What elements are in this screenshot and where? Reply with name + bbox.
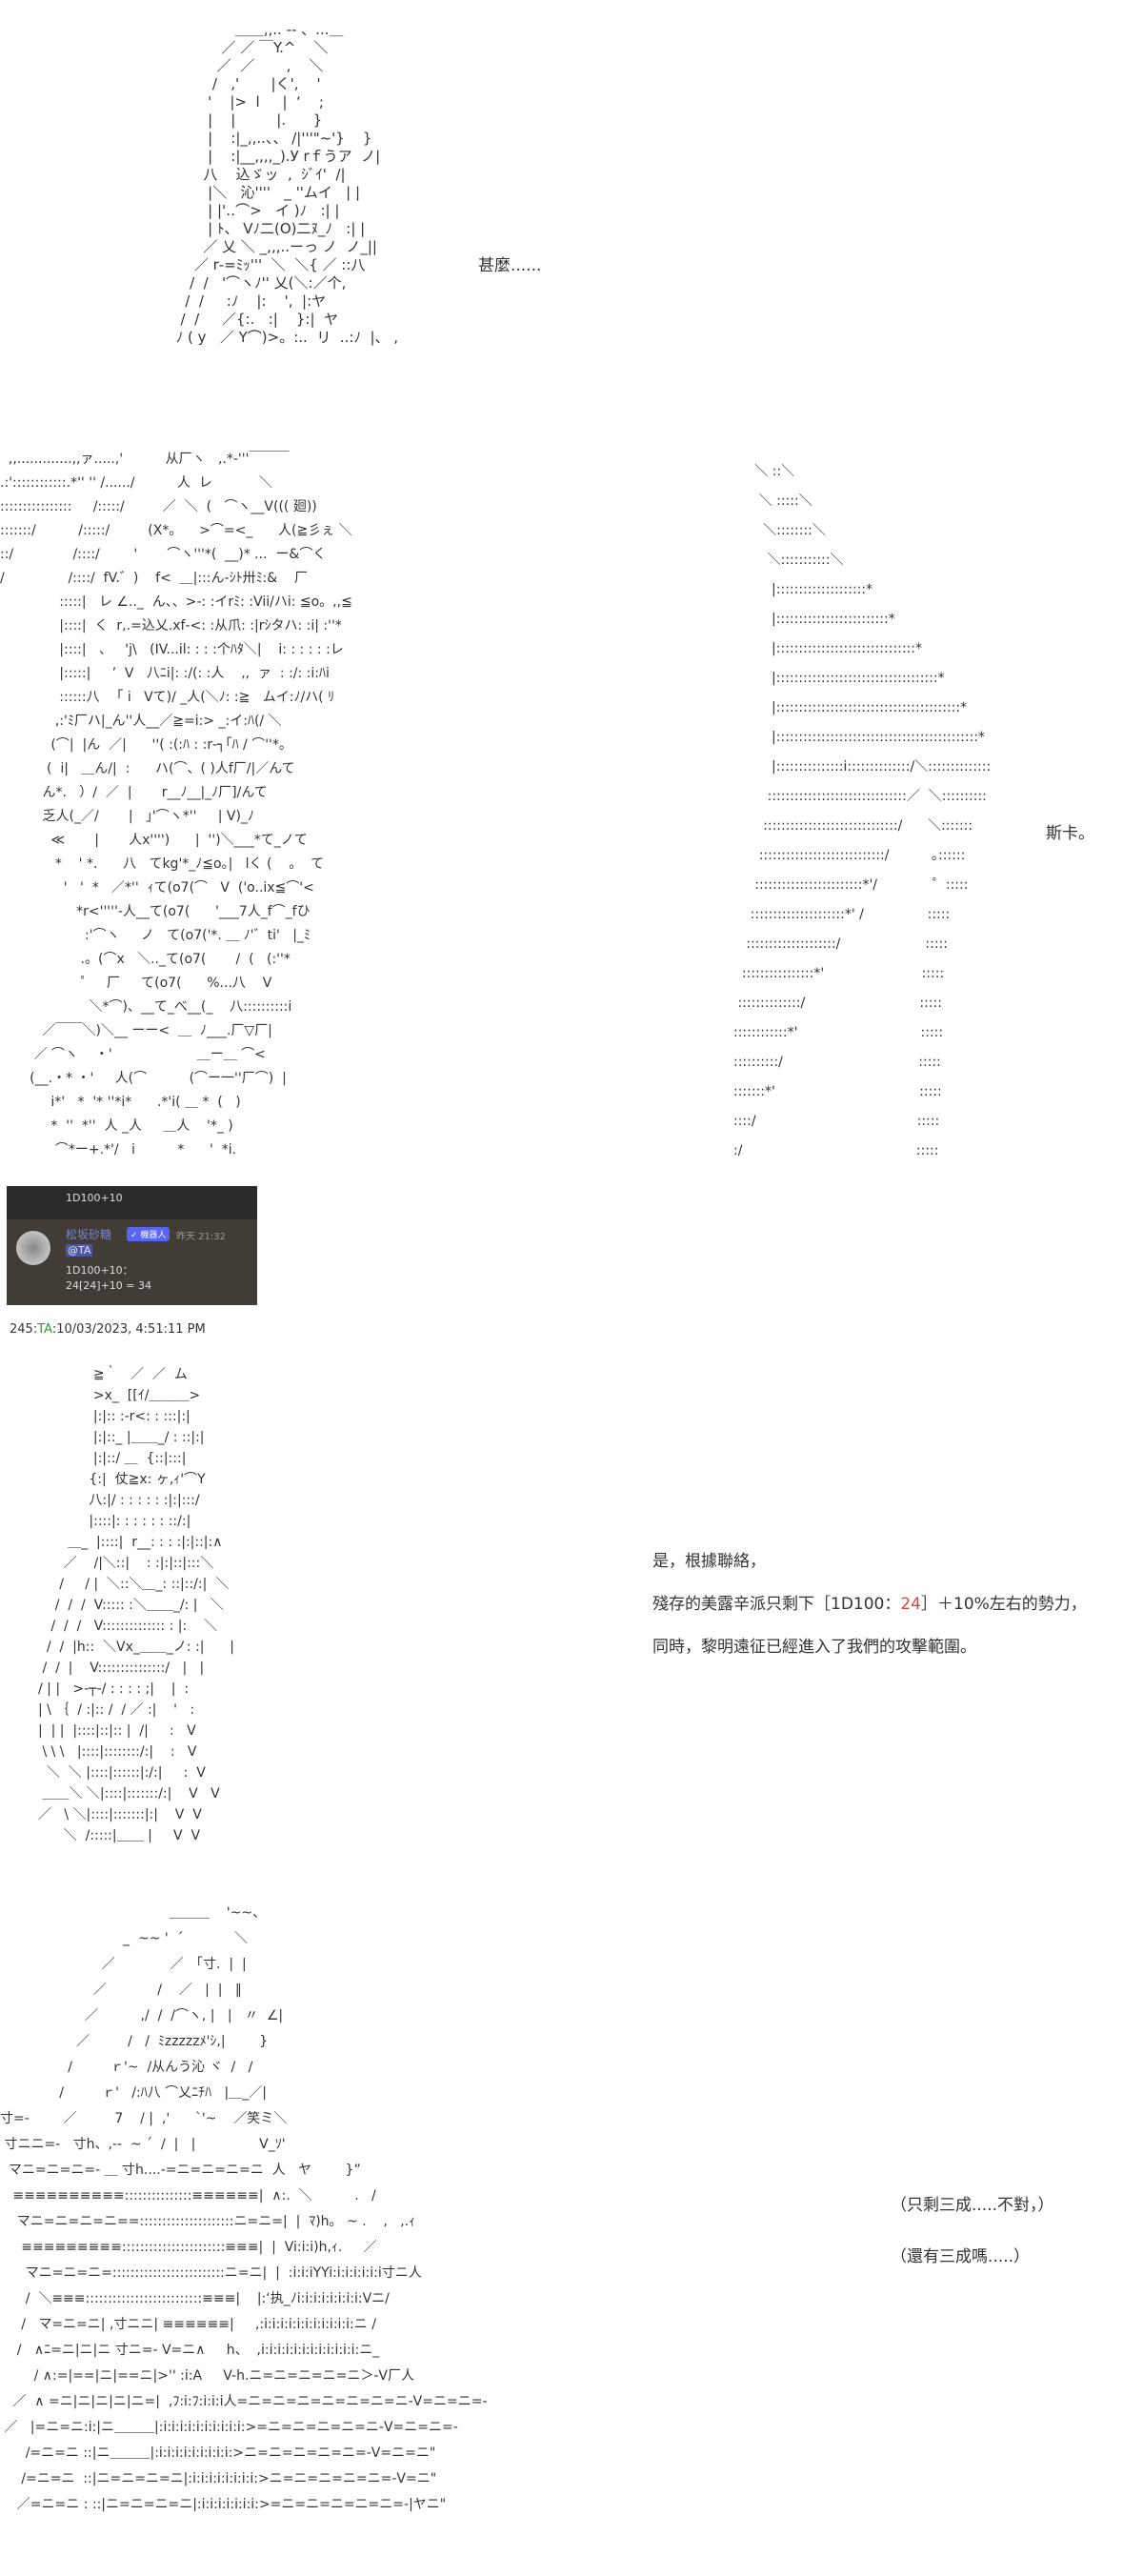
dice-result: 24[24]+10 = 34	[66, 1279, 151, 1292]
message-time: 昨天 21:32	[176, 1232, 226, 1242]
post-number: 245	[10, 1322, 33, 1337]
dialogue-line-3: 同時，黎明遠征已經進入了我們的攻擊範圍。	[652, 1638, 976, 1657]
dialogue-what: 甚麼......	[478, 256, 542, 275]
ascii-art-light-beam: ＼ ::＼ ＼ :::::＼ ＼::::::::＼ ＼:::::::::::＼ …	[733, 464, 992, 1158]
bot-badge: ✓ 機器人	[127, 1227, 170, 1241]
thought-line-2: （還有三成嗎.....）	[891, 2247, 1031, 2266]
ascii-art-girl-closeup: ＿＿＿ '~~、 _ ~~ ' ´ ＼ ／ ／ ｢寸. | | ／ / ／ | …	[0, 1905, 488, 2512]
avatar	[16, 1231, 50, 1265]
dice-roll-value: 24	[900, 1595, 921, 1614]
discord-screenshot: 1D100+10 松坂砂糖 ✓ 機器人 昨天 21:32 @TA 1D100+1…	[7, 1186, 257, 1305]
mention: @TA	[66, 1244, 93, 1257]
ascii-art-armored-figure: ≧｀ ／ ／ ム >x_ [[ｲ/＿＿＿> |:|:: :‐r<: : :::|…	[38, 1367, 234, 1843]
post-author[interactable]: TA	[37, 1322, 52, 1337]
text: ］＋10%左右的勢力，	[921, 1595, 1087, 1614]
thought-line-1: （只剩三成.....不對，）	[891, 2196, 1054, 2215]
dialogue-ska: 斯卡。	[1046, 824, 1094, 843]
ascii-art-ritual-scene: ,,.............,,ァ.....,' 从厂ヽ ,.*‐'''￣￣￣…	[0, 452, 352, 1157]
previous-message: 1D100+10	[7, 1186, 257, 1219]
bot-username: 松坂砂糖	[66, 1228, 112, 1241]
dialogue-line-1: 是，根據聯絡，	[652, 1552, 766, 1571]
separator: :	[32, 1322, 38, 1337]
post-header: 245:TA:10/03/2023, 4:51:11 PM	[10, 1322, 206, 1337]
previous-message-text: 1D100+10	[66, 1192, 123, 1204]
text: 殘存的美露辛派只剩下［1D100：	[652, 1595, 901, 1614]
dialogue-line-2: 殘存的美露辛派只剩下［1D100：24］＋10%左右的勢力，	[652, 1590, 1087, 1614]
post-datetime: 10/03/2023, 4:51:11 PM	[56, 1322, 206, 1337]
separator: :	[51, 1322, 57, 1337]
ascii-art-girl-face: ＿＿,,.. -‐ 、...＿ ／ ／ ￣Y.^ ＼ ／ ／ , ＼ / ,' …	[175, 21, 399, 346]
dice-command: 1D100+10：	[66, 1264, 133, 1277]
